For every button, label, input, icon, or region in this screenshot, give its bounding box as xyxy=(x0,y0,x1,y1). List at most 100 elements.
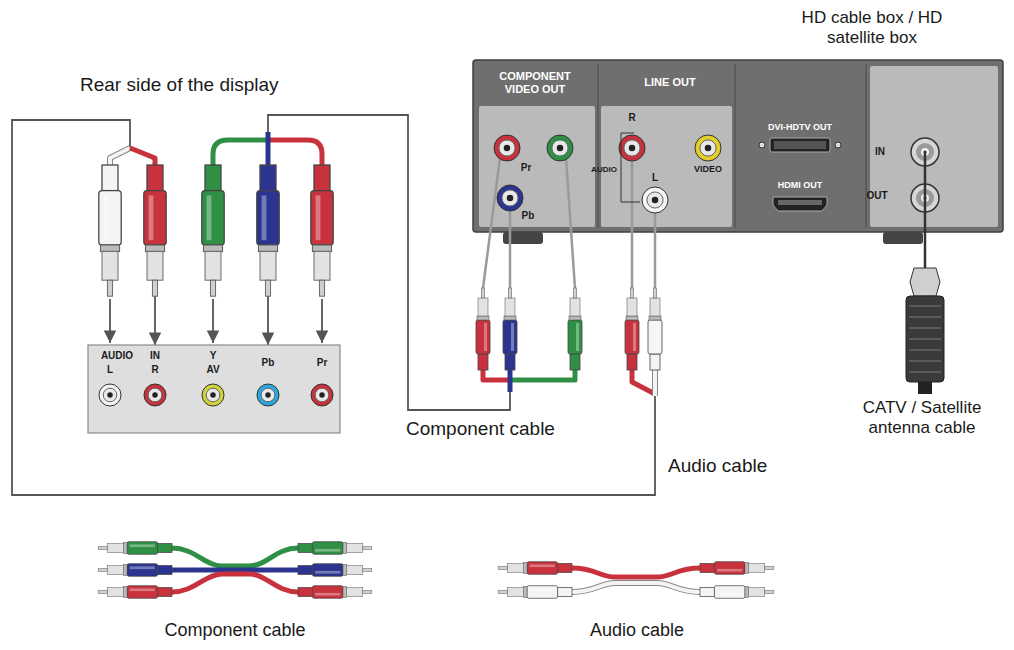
jack-hole xyxy=(265,392,271,398)
plug-ring xyxy=(123,587,127,598)
rca-plug xyxy=(257,165,279,296)
plug-rib xyxy=(909,360,941,362)
plug-sleeve xyxy=(260,251,276,280)
plug-boot xyxy=(700,564,714,573)
rca-plug xyxy=(311,165,333,296)
rca-plug xyxy=(144,165,166,296)
jack-ring xyxy=(619,135,645,161)
plug-pin xyxy=(508,288,511,298)
plug-pin xyxy=(152,280,157,296)
rca-plug xyxy=(498,586,572,599)
jack-hole xyxy=(210,392,216,398)
plug-pin xyxy=(630,288,633,298)
plug-ring xyxy=(123,543,127,554)
plug-rib xyxy=(909,338,941,340)
figure-heading: Rear side of the display xyxy=(80,74,340,96)
jack-hole xyxy=(107,392,113,398)
display-jack-panel: AUDIOINLRYAVPbPr xyxy=(88,345,340,433)
plug-boot xyxy=(298,588,312,597)
wire-outline xyxy=(652,369,658,396)
jack-insert xyxy=(552,140,568,156)
plug-sleeve xyxy=(347,544,363,553)
jack-ring xyxy=(695,135,721,161)
rca-jack xyxy=(202,384,224,406)
rca-jack xyxy=(547,135,573,161)
plug-ring xyxy=(745,587,749,598)
jack-insert xyxy=(499,140,515,156)
jack-ring xyxy=(311,384,333,406)
plug-ring xyxy=(523,563,527,574)
plug-highlight xyxy=(530,564,555,567)
plug-pin xyxy=(98,547,107,550)
plug-pin xyxy=(498,567,507,570)
jack-label: IN xyxy=(143,350,167,362)
plug-boot xyxy=(650,354,660,370)
plug-sleeve xyxy=(314,251,330,280)
hdmi-pins xyxy=(778,200,822,205)
box-foot xyxy=(883,232,923,244)
jack-hole xyxy=(504,145,511,152)
plug-highlight xyxy=(511,323,514,351)
jack-label: IN xyxy=(868,146,892,158)
audio-bracket xyxy=(621,133,640,202)
jack-label: Pb xyxy=(256,357,280,369)
cable-wire xyxy=(572,583,700,592)
rca-jack xyxy=(619,135,645,161)
rca-plug xyxy=(476,288,490,370)
plug-highlight xyxy=(484,323,487,351)
plug-rib xyxy=(909,305,941,307)
plug-boot xyxy=(558,588,572,597)
plug-pin xyxy=(765,591,774,594)
jack-ring xyxy=(144,384,166,406)
antenna-plug-body xyxy=(906,296,944,382)
jack-label: Pr xyxy=(310,357,334,369)
jack-panel xyxy=(479,106,595,227)
plug-body xyxy=(202,191,224,245)
rca-jack xyxy=(494,135,520,161)
port-label: HDMI OUT xyxy=(755,180,845,190)
jack-label: L xyxy=(100,364,120,376)
jack-ring xyxy=(547,135,573,161)
plug-body xyxy=(476,320,490,354)
plug-highlight xyxy=(130,566,155,569)
cable-caption: Audio cable xyxy=(537,620,737,641)
jack-hole xyxy=(705,145,712,152)
plug-pin xyxy=(363,569,372,572)
jack-hole xyxy=(557,145,564,152)
plug-rib xyxy=(909,371,941,373)
jack-label: Pr xyxy=(514,162,538,174)
jack-insert xyxy=(148,388,162,402)
dvi-pins xyxy=(774,141,826,149)
plug-pin xyxy=(653,288,656,298)
leader-line xyxy=(483,158,500,288)
jack-hole xyxy=(629,145,636,152)
panel-divider xyxy=(598,64,599,228)
jack-label: AUDIO xyxy=(589,165,619,174)
rca-jack xyxy=(144,384,166,406)
rca-plug xyxy=(98,586,172,599)
plug-rib xyxy=(909,349,941,351)
plug-body xyxy=(312,564,343,577)
plug-highlight xyxy=(130,588,155,591)
jack-ring xyxy=(494,135,520,161)
plug-pin xyxy=(98,591,107,594)
plug-boot xyxy=(298,566,312,575)
plug-ring xyxy=(569,316,581,320)
plug-rib xyxy=(909,327,941,329)
jack-hole xyxy=(652,197,659,204)
wire-outline xyxy=(572,583,700,592)
plug-ring xyxy=(745,563,749,574)
plug-pin xyxy=(498,591,507,594)
jack-hole xyxy=(319,392,325,398)
display-panel xyxy=(88,345,340,433)
plug-boot xyxy=(102,165,118,191)
plug-sleeve xyxy=(507,564,523,573)
rca-jack xyxy=(642,187,668,213)
jack-label: Pb xyxy=(516,210,540,222)
jack-panel xyxy=(870,66,998,227)
panel-heading: COMPONENT VIDEO OUT xyxy=(485,70,585,95)
plug-ring xyxy=(504,316,516,320)
cable-label: Audio cable xyxy=(665,455,770,477)
plug-boot xyxy=(700,588,714,597)
